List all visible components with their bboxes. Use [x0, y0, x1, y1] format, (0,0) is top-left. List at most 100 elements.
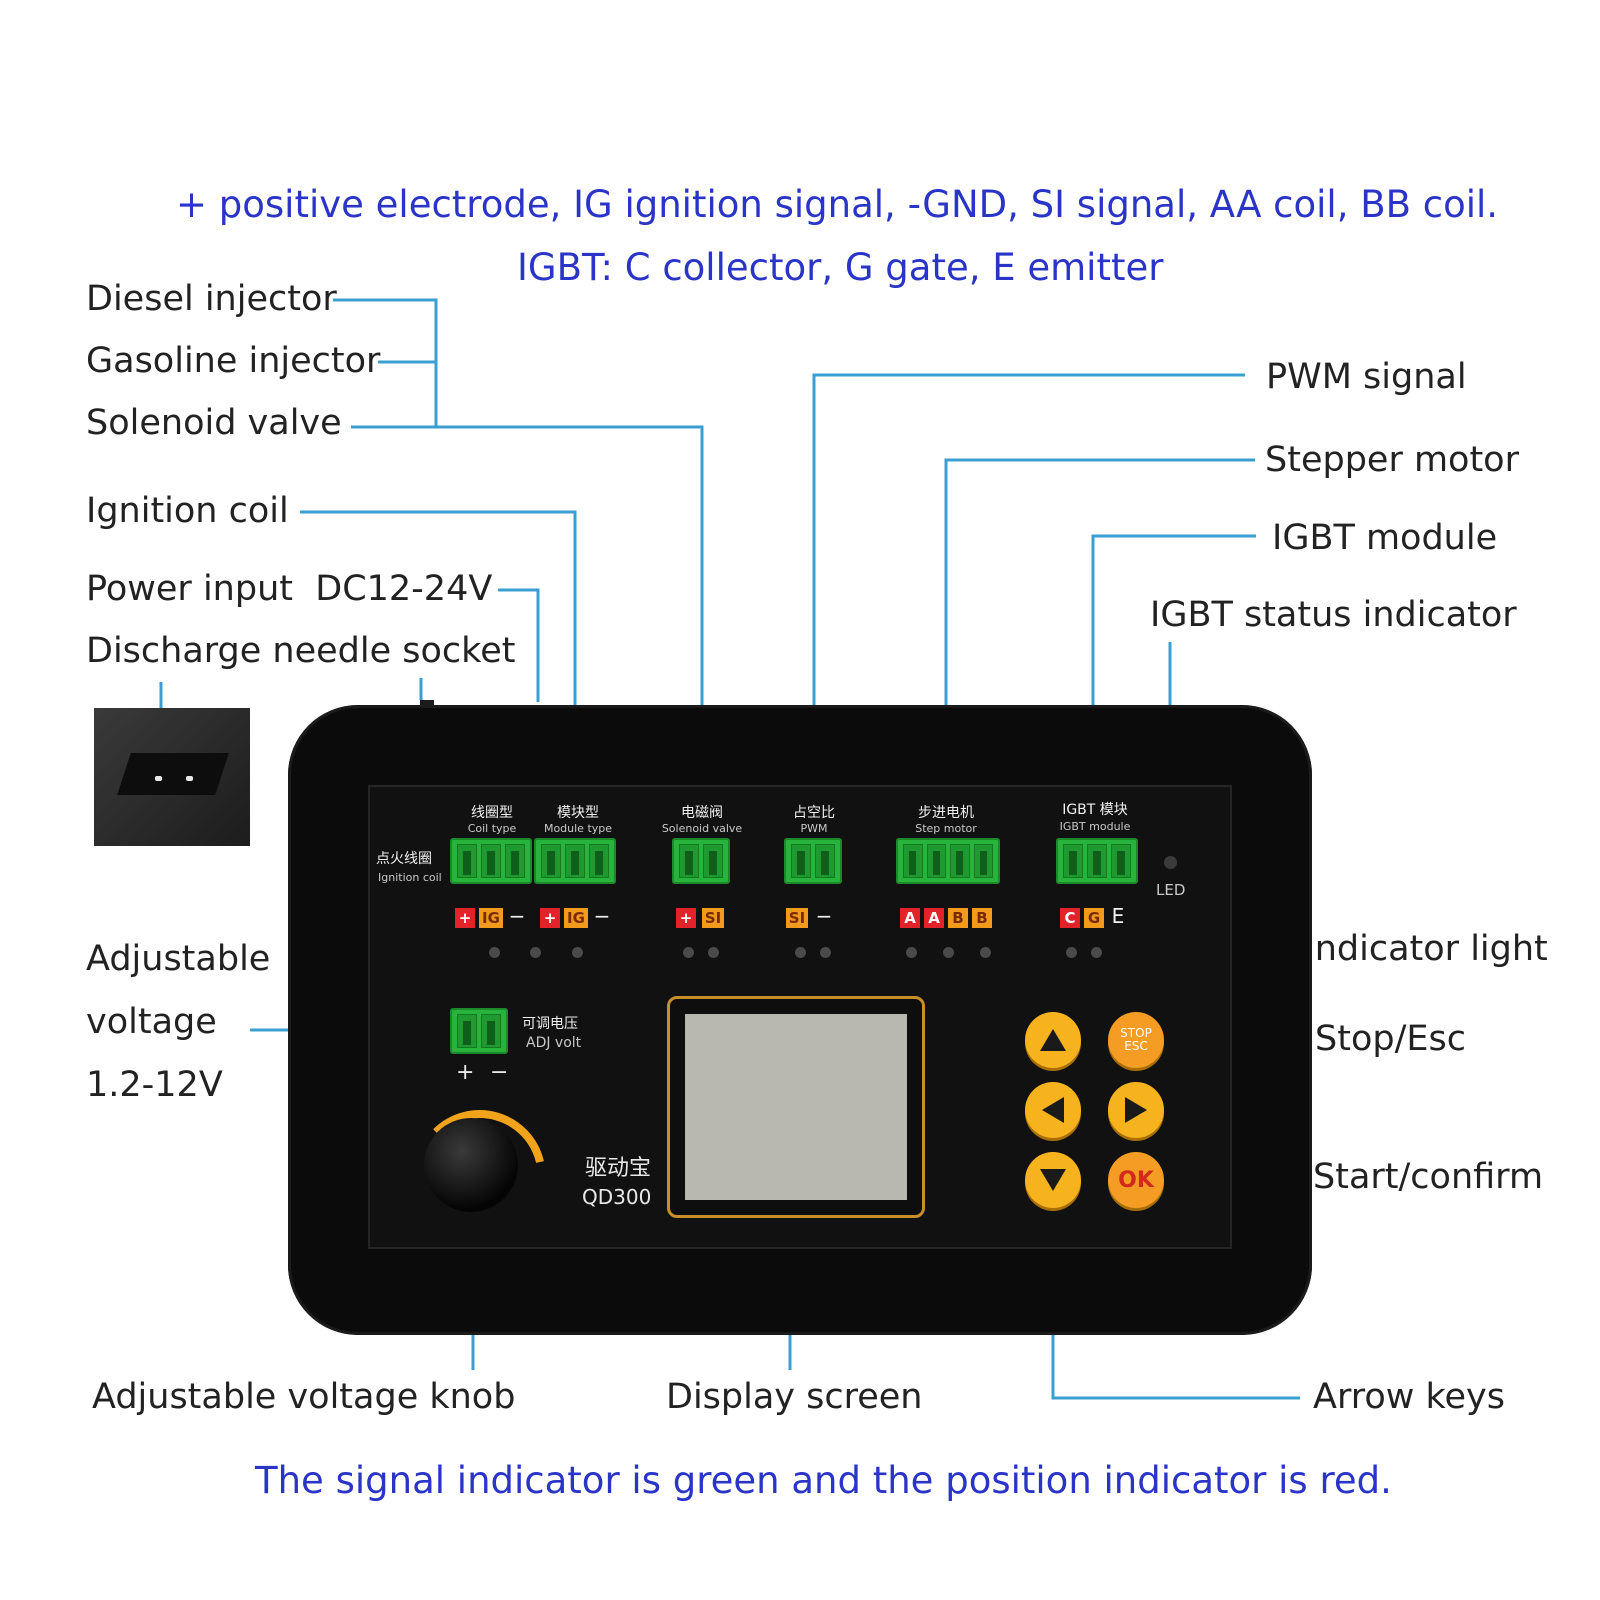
left-arrow-key[interactable] — [1025, 1082, 1081, 1138]
header-line-1: + positive electrode, IG ignition signal… — [176, 183, 1499, 226]
pwm-cn: 占空比 — [793, 805, 835, 821]
module-type-terminal[interactable] — [534, 838, 616, 884]
step-motor-cn: 步进电机 — [918, 805, 974, 821]
led-label: LED — [1156, 881, 1186, 899]
indicator-dot — [820, 947, 831, 958]
adj-volt-en: ADJ volt — [526, 1035, 582, 1051]
callout-ignition-coil: Ignition coil — [86, 491, 289, 531]
coil-type-cn: 线圈型 — [471, 805, 513, 821]
igbt-status-led — [1164, 856, 1177, 869]
pin-label-minus: − — [593, 904, 611, 928]
socket-tab — [420, 700, 434, 708]
power-input-label: Power input — [86, 569, 293, 609]
pin-label-c: C — [1060, 908, 1080, 928]
indicator-dot — [530, 947, 541, 958]
solenoid-en: Solenoid valve — [661, 822, 743, 835]
adj-volt-plus: + — [456, 1060, 475, 1085]
callout-pwm-signal: PWM signal — [1266, 357, 1467, 397]
pin-label-b: B — [972, 908, 992, 928]
step-motor-en: Step motor — [915, 822, 977, 835]
indicator-dot — [943, 947, 954, 958]
indicator-dot — [708, 947, 719, 958]
igbt-module-cn: IGBT 模块 — [1062, 802, 1128, 818]
pin-label-g: G — [1084, 908, 1104, 928]
indicator-dot — [489, 947, 500, 958]
indicator-dot — [980, 947, 991, 958]
callout-display-screen: Display screen — [666, 1377, 923, 1417]
model-name: QD300 — [582, 1185, 652, 1209]
pin-label-a: A — [924, 908, 944, 928]
stop-esc-key[interactable]: STOP ESC — [1108, 1012, 1164, 1068]
igbt-module-en: IGBT module — [1059, 820, 1131, 833]
indicator-dot — [683, 947, 694, 958]
display-screen — [667, 996, 925, 1218]
adj-volt-terminal[interactable] — [450, 1008, 508, 1054]
callout-adjustable-voltage-knob: Adjustable voltage knob — [92, 1377, 516, 1417]
brand-cn: 驱动宝 — [585, 1156, 652, 1181]
arrow-up-icon — [1040, 1029, 1066, 1051]
stop-esc-key-label: STOP ESC — [1120, 1026, 1152, 1053]
callout-stop-esc: Stop/Esc — [1315, 1019, 1466, 1059]
arrow-down-icon — [1040, 1169, 1066, 1191]
socket-hole-left — [155, 776, 162, 781]
callout-igbt-module: IGBT module — [1272, 518, 1498, 558]
pin-label-minus: − — [508, 904, 526, 928]
adjustable-voltage-knob[interactable] — [424, 1118, 518, 1212]
ok-key-label: OK — [1118, 1167, 1154, 1193]
socket-slot — [117, 753, 229, 795]
module-type-en: Module type — [543, 822, 613, 835]
callout-solenoid-valve: Solenoid valve — [86, 403, 342, 443]
pin-label-si: SI — [702, 908, 724, 928]
indicator-dot — [795, 947, 806, 958]
module-type-cn: 模块型 — [557, 805, 599, 821]
igbt-module-terminal[interactable] — [1056, 838, 1138, 884]
indicator-dot — [572, 947, 583, 958]
pwm-en: PWM — [800, 822, 828, 835]
pin-label-minus: − — [815, 904, 833, 928]
callout-power-input: Power input DC12-24V — [86, 572, 492, 607]
pin-label-b: B — [948, 908, 968, 928]
indicator-dot — [1091, 947, 1102, 958]
arrow-left-icon — [1042, 1097, 1064, 1123]
callout-gasoline-injector: Gasoline injector — [86, 341, 381, 381]
pwm-terminal[interactable] — [784, 838, 842, 884]
footer-note: The signal indicator is green and the po… — [255, 1459, 1392, 1502]
ignition-coil-en: Ignition coil — [378, 871, 442, 884]
discharge-socket-photo — [94, 708, 250, 846]
callout-adjustable-voltage-line2: voltage — [86, 1002, 217, 1042]
callout-arrow-keys: Arrow keys — [1313, 1377, 1506, 1417]
solenoid-terminal[interactable] — [672, 838, 730, 884]
step-motor-terminal[interactable] — [896, 838, 1000, 884]
arrow-right-icon — [1125, 1097, 1147, 1123]
pin-label-si: SI — [786, 908, 808, 928]
pin-label-e: E — [1111, 904, 1125, 928]
callout-start-confirm: Start/confirm — [1313, 1157, 1544, 1197]
callout-adjustable-voltage-line1: Adjustable — [86, 939, 271, 979]
ignition-coil-cn: 点火线圈 — [376, 851, 432, 867]
pin-label-plus: + — [540, 908, 560, 928]
socket-hole-right — [186, 776, 193, 781]
callout-igbt-status-indicator: IGBT status indicator — [1150, 595, 1517, 635]
header-line-2: IGBT: C collector, G gate, E emitter — [517, 246, 1164, 289]
adj-volt-cn: 可调电压 — [522, 1016, 578, 1032]
pin-label-plus: + — [676, 908, 696, 928]
callout-stepper-motor: Stepper motor — [1265, 440, 1519, 480]
up-arrow-key[interactable] — [1025, 1012, 1081, 1068]
callout-indicator-light: indicator light — [1305, 929, 1548, 969]
pin-label-plus: + — [455, 908, 475, 928]
coil-type-en: Coil type — [467, 822, 517, 835]
indicator-dot — [906, 947, 917, 958]
callout-adjustable-voltage-line3: 1.2-12V — [86, 1065, 223, 1105]
right-arrow-key[interactable] — [1108, 1082, 1164, 1138]
pin-label-ig: IG — [564, 908, 588, 928]
solenoid-cn: 电磁阀 — [681, 805, 723, 821]
ok-key[interactable]: OK — [1108, 1152, 1164, 1208]
power-input-voltage: DC12-24V — [315, 569, 493, 609]
down-arrow-key[interactable] — [1025, 1152, 1081, 1208]
coil-type-terminal[interactable] — [450, 838, 532, 884]
callout-diesel-injector: Diesel injector — [86, 279, 337, 319]
callout-discharge-needle-socket: Discharge needle socket — [86, 631, 516, 671]
pin-label-a: A — [900, 908, 920, 928]
lcd-area — [685, 1014, 907, 1200]
adj-volt-minus: − — [490, 1060, 509, 1085]
